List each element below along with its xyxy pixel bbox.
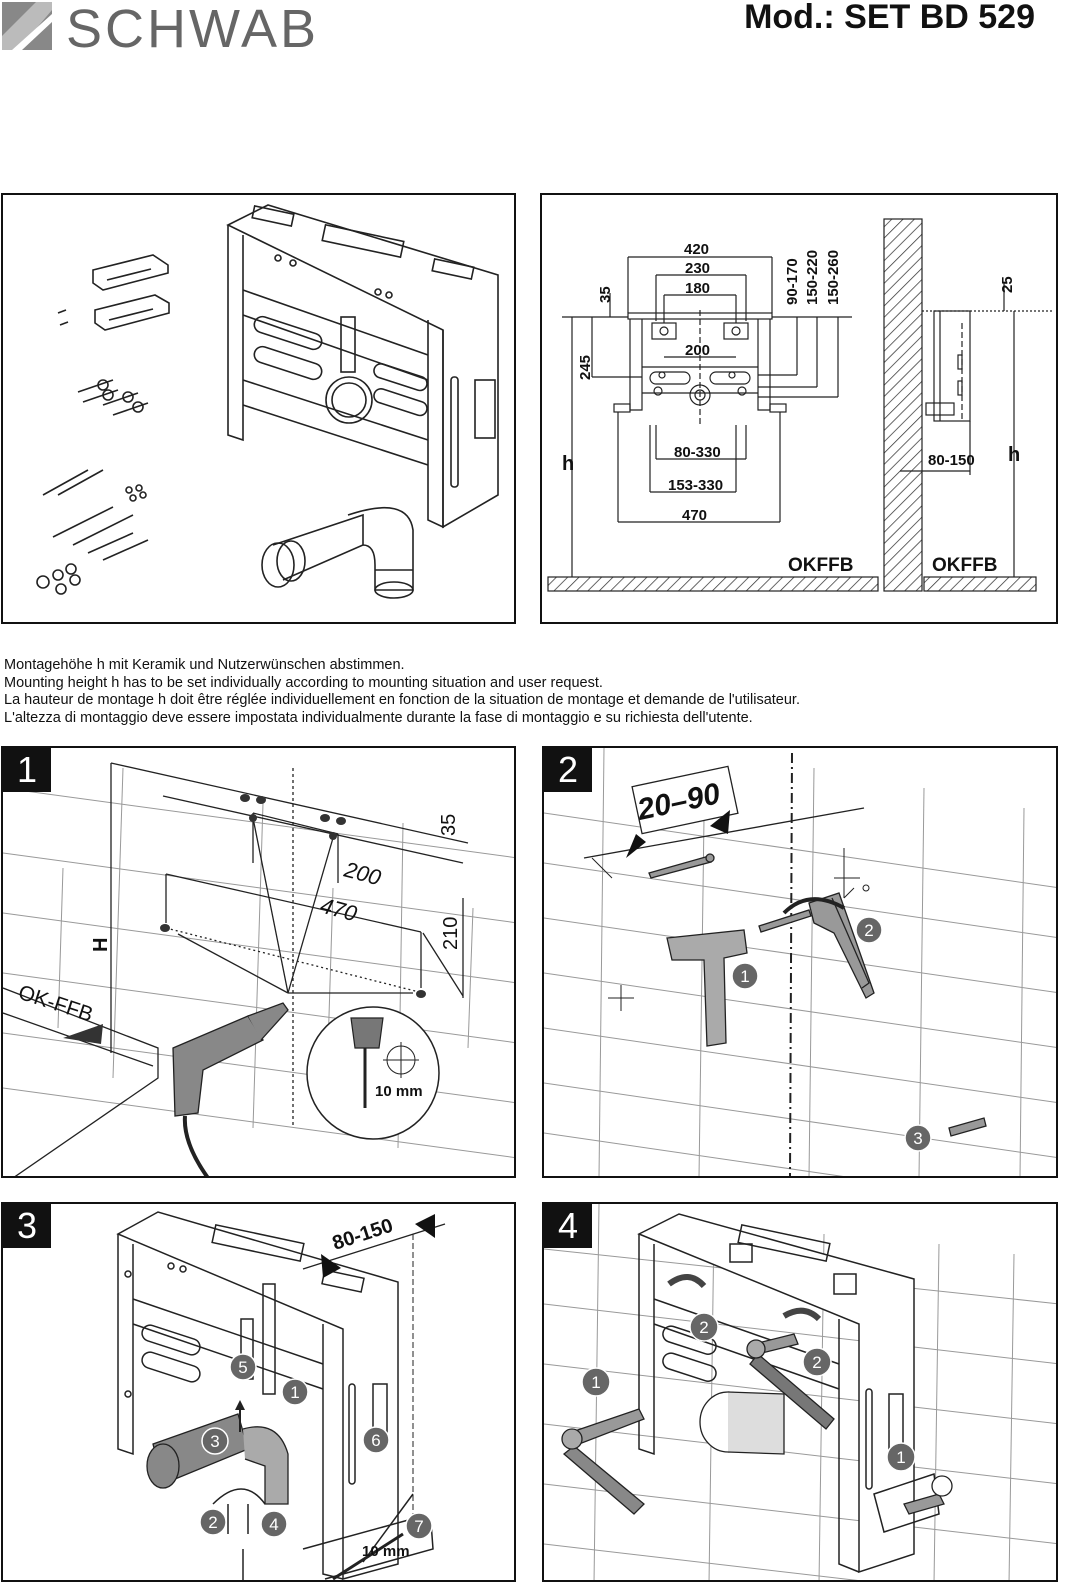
brand-logo bbox=[2, 2, 52, 50]
step2-callouts: 1 2 3 bbox=[731, 916, 932, 1152]
dim-90-170: 90-170 bbox=[784, 258, 801, 305]
step-1-panel: 35 200 470 210 H OK-FFB 10 mm 1 bbox=[1, 746, 516, 1178]
step1-height: H bbox=[90, 938, 112, 952]
step3-callout-7: 7 bbox=[414, 1517, 423, 1536]
height-label-right: h bbox=[1008, 444, 1020, 466]
step1-dim-210: 210 bbox=[440, 917, 462, 950]
instruction-de: Montagehöhe h mit Keramik und Nutzerwüns… bbox=[4, 657, 405, 673]
step-3-frame-assembly-illustration: 1 2 3 4 5 6 7 80-150 10 mm bbox=[116, 1211, 446, 1580]
step3-callouts: 1 2 3 4 5 6 7 bbox=[199, 1353, 433, 1540]
step1-drill-size: 10 mm bbox=[375, 1083, 423, 1100]
step4-callout-2a: 2 bbox=[699, 1318, 708, 1337]
dimension-drawing: 420 230 180 200 80-330 153-330 470 35 24… bbox=[547, 218, 1052, 592]
parts-illustration bbox=[36, 204, 499, 599]
mounting-instructions: Montagehöhe h mit Keramik und Nutzerwüns… bbox=[4, 657, 800, 727]
step4-callout-2b: 2 bbox=[812, 1353, 821, 1372]
floor-label-left: OKFFB bbox=[788, 555, 853, 576]
step3-wrench-size: 10 mm bbox=[362, 1543, 410, 1560]
parts-panel bbox=[1, 193, 516, 624]
dim-230: 230 bbox=[685, 260, 710, 277]
step4-callouts: 1 1 2 2 bbox=[581, 1312, 916, 1472]
step3-callout-3: 3 bbox=[210, 1432, 219, 1451]
step2-callout-1: 1 bbox=[740, 967, 749, 986]
step3-callout-4: 4 bbox=[269, 1515, 278, 1534]
dim-470: 470 bbox=[682, 507, 707, 524]
step1-dim-35: 35 bbox=[438, 814, 460, 836]
dim-150-220: 150-220 bbox=[804, 250, 821, 305]
step3-callout-2: 2 bbox=[208, 1513, 217, 1532]
height-label-left: h bbox=[562, 453, 574, 475]
dim-245: 245 bbox=[577, 355, 594, 380]
step2-callout-2: 2 bbox=[864, 921, 873, 940]
step-2-panel: 1 2 3 20–90 2 bbox=[542, 746, 1058, 1178]
step3-callout-1: 1 bbox=[290, 1383, 299, 1402]
dim-35: 35 bbox=[597, 286, 614, 303]
step3-depth-range: 80-150 bbox=[330, 1215, 396, 1255]
model-title: Mod.: SET BD 529 bbox=[744, 0, 1035, 36]
step-3-number: 3 bbox=[3, 1204, 51, 1248]
instruction-it: L'altezza di montaggio deve essere impos… bbox=[4, 709, 753, 726]
dim-150-260: 150-260 bbox=[825, 250, 842, 305]
step-4-tightening-illustration: 1 1 2 2 bbox=[544, 1204, 1056, 1580]
dimension-panel: 420 230 180 200 80-330 153-330 470 35 24… bbox=[540, 193, 1058, 624]
step1-okffb: OK-FFB bbox=[15, 981, 95, 1027]
step1-dim-200: 200 bbox=[341, 856, 385, 890]
instruction-en: Mounting height h has to be set individu… bbox=[4, 674, 603, 691]
step-4-panel: 1 1 2 2 4 bbox=[542, 1202, 1058, 1582]
dim-80-150: 80-150 bbox=[928, 452, 975, 469]
step-3-panel: 1 2 3 4 5 6 7 80-150 10 mm 3 bbox=[1, 1202, 516, 1582]
instruction-fr: La hauteur de montage h doit être réglée… bbox=[4, 692, 800, 708]
step-2-number: 2 bbox=[544, 748, 592, 792]
dim-200: 200 bbox=[685, 342, 710, 359]
dim-25: 25 bbox=[999, 276, 1016, 293]
floor-label-right: OKFFB bbox=[932, 555, 997, 576]
step4-callout-1b: 1 bbox=[896, 1448, 905, 1467]
step-1-drilling-illustration: 35 200 470 210 H OK-FFB 10 mm bbox=[3, 762, 514, 1176]
step4-callout-1a: 1 bbox=[591, 1373, 600, 1392]
brand-name: SCHWAB bbox=[66, 0, 320, 59]
dim-153-330: 153-330 bbox=[668, 477, 723, 494]
dim-80-330: 80-330 bbox=[674, 444, 721, 461]
step2-callout-3: 3 bbox=[913, 1129, 922, 1148]
dim-420: 420 bbox=[684, 241, 709, 258]
step1-dim-470: 470 bbox=[318, 893, 361, 927]
schwab-logo-icon bbox=[2, 2, 52, 50]
step3-callout-6: 6 bbox=[371, 1431, 380, 1450]
step-2-anchor-illustration: 1 2 3 20–90 bbox=[544, 748, 1056, 1176]
step-4-number: 4 bbox=[544, 1204, 592, 1248]
dim-180: 180 bbox=[685, 280, 710, 297]
step-1-number: 1 bbox=[3, 748, 51, 792]
step3-callout-5: 5 bbox=[238, 1358, 247, 1377]
